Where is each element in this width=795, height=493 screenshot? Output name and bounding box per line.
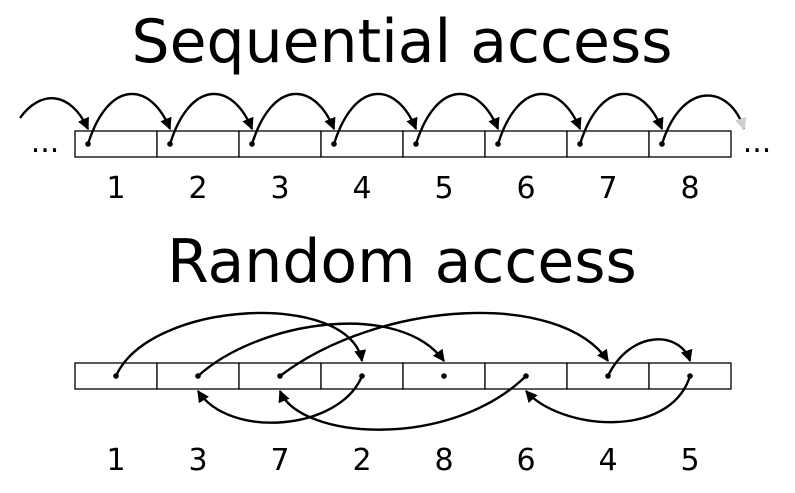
seq-cell-label: 2 — [188, 171, 207, 206]
seq-cell-label: 6 — [516, 171, 535, 206]
seq-arrow — [86, 92, 172, 145]
seq-cell-label: 1 — [106, 171, 125, 206]
seq-cell-label: 7 — [598, 171, 617, 206]
rnd-cell-label: 5 — [680, 443, 699, 478]
rnd-arrow — [525, 375, 692, 424]
seq-cell-label: 8 — [680, 171, 699, 206]
rnd-arrow — [606, 338, 693, 377]
seq-arrow-out — [660, 94, 747, 145]
random-title: Random access — [167, 227, 637, 297]
random-labels: 1 3 7 2 8 6 4 5 — [106, 443, 699, 478]
rnd-arrow — [279, 311, 609, 377]
rnd-cell-label: 3 — [188, 443, 207, 478]
seq-arrow — [578, 92, 664, 145]
random-arrows — [114, 311, 693, 431]
rnd-cell-label: 6 — [516, 443, 535, 478]
rnd-cell-label: 4 — [598, 443, 617, 478]
seq-arrow — [496, 92, 582, 145]
rnd-cell-label: 2 — [352, 443, 371, 478]
random-memory-row — [74, 362, 732, 390]
seq-arrow — [168, 92, 254, 145]
seq-cell-label: 3 — [270, 171, 289, 206]
seq-cell-label: 4 — [352, 171, 371, 206]
seq-arrow — [250, 92, 336, 145]
seq-cell-label: 5 — [434, 171, 453, 206]
seq-arrow — [414, 92, 500, 145]
ellipsis-right: ... — [743, 125, 772, 160]
seq-cell — [648, 130, 732, 158]
seq-arrow-in — [19, 97, 90, 131]
sequential-title: Sequential access — [132, 7, 673, 77]
rnd-arrow — [197, 322, 445, 377]
rnd-cell-label: 8 — [434, 443, 453, 478]
ellipsis-left: ... — [31, 125, 60, 160]
seq-arrow — [332, 92, 418, 145]
rnd-arrow — [196, 375, 364, 424]
rnd-arrow — [278, 375, 527, 431]
sequential-labels: 1 2 3 4 5 6 7 8 — [106, 171, 699, 206]
sequential-arrows — [19, 92, 747, 145]
rnd-cell-label: 1 — [106, 443, 125, 478]
rnd-cell-label: 7 — [270, 443, 289, 478]
rnd-pointer-dot — [441, 373, 447, 379]
